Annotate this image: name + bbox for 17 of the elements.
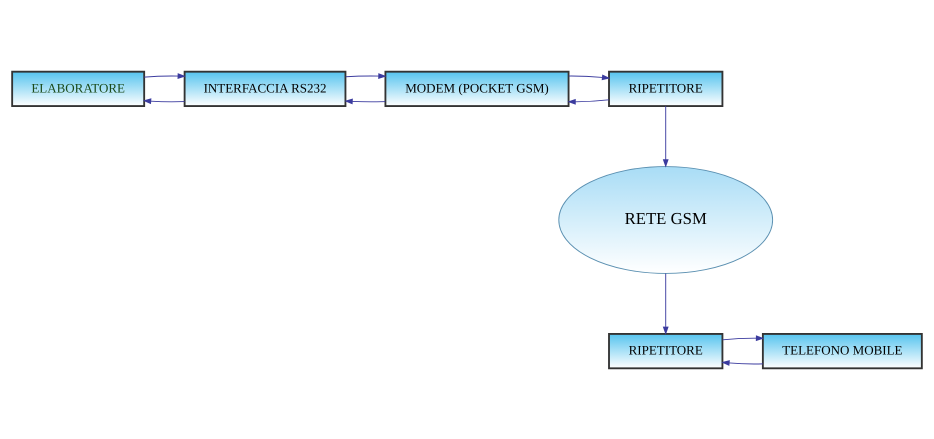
arrow: [144, 72, 186, 78]
node-box: MODEM (POCKET GSM): [384, 70, 570, 107]
arrow: [568, 74, 610, 80]
node-ellipse: RETE GSM: [558, 166, 774, 274]
arrow: [722, 334, 764, 341]
arrow: [567, 98, 610, 104]
arrow: [344, 98, 386, 104]
arrow: [662, 105, 669, 168]
arrow: [142, 98, 186, 104]
arrow: [662, 272, 669, 334]
node-box: INTERFACCIA RS232: [184, 70, 346, 107]
node-box: RIPETITORE: [608, 70, 724, 107]
node-box: RIPETITORE: [608, 332, 724, 369]
node-box: TELEFONO MOBILE: [762, 332, 923, 369]
arrow: [721, 360, 764, 366]
arrow: [345, 72, 387, 78]
node-box: ELABORATORE: [11, 70, 146, 107]
